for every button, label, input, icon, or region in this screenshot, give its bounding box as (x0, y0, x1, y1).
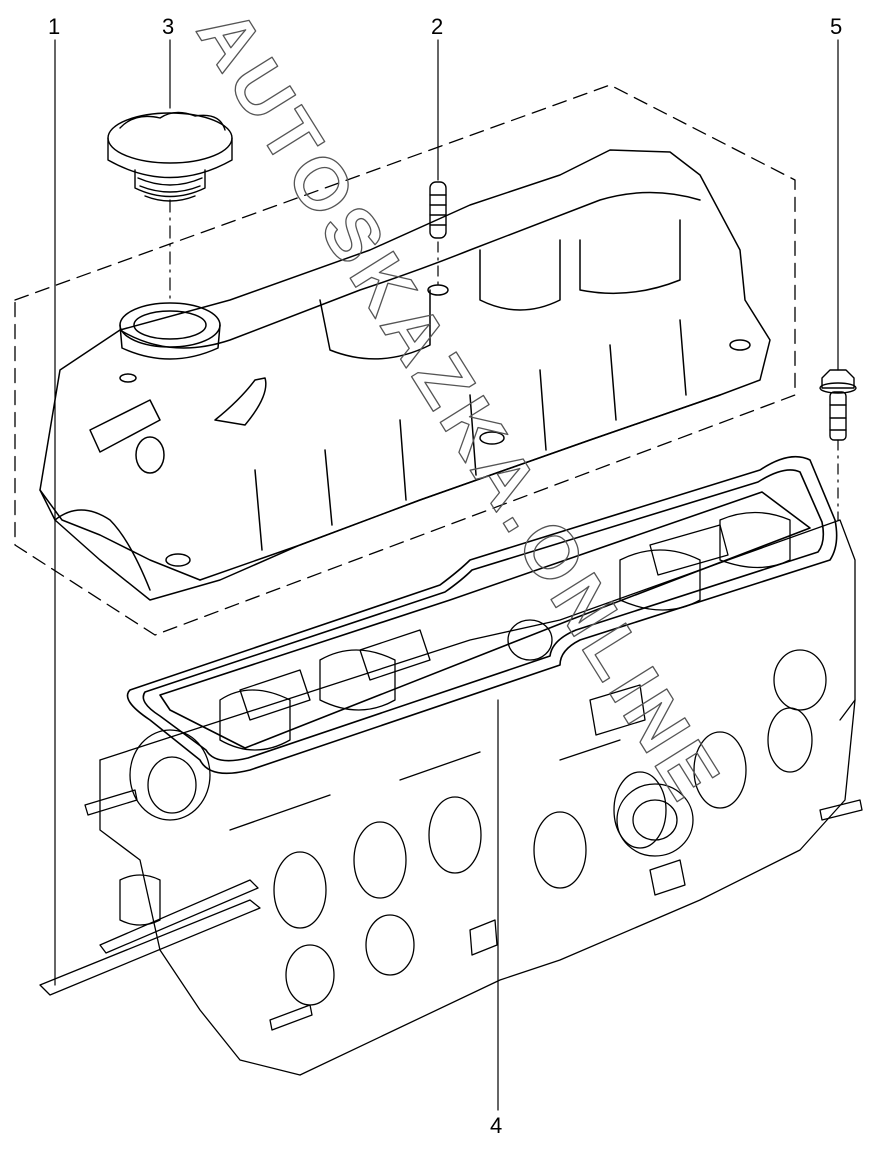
valve-cover (39, 149, 771, 601)
cover-stud (429, 181, 447, 239)
cylinder-head (39, 511, 863, 1076)
leader-lines (54, 39, 839, 1111)
callout-3: 3 (162, 14, 175, 39)
cover-bolt (819, 369, 857, 441)
callout-5: 5 (830, 14, 843, 39)
callout-1: 1 (48, 14, 61, 39)
watermark-text: AUTOSKAZKA.ONLINE (181, 0, 738, 818)
oil-filler-cap (107, 111, 233, 202)
callout-4: 4 (490, 1113, 503, 1138)
callout-2: 2 (431, 14, 444, 39)
watermark-lettering: AUTOSKAZKA.ONLINE (181, 0, 740, 818)
assembly-boundary (14, 84, 796, 636)
